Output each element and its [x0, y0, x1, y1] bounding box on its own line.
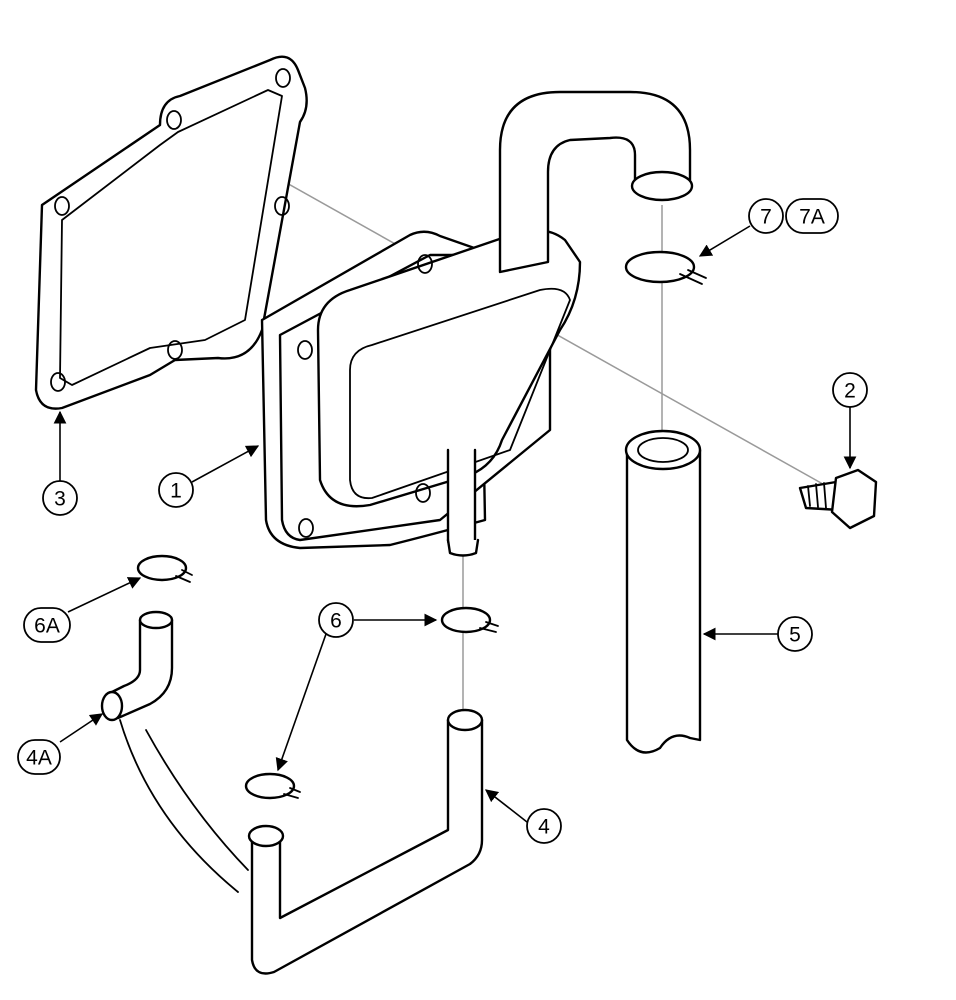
muffler — [260, 90, 694, 557]
clamp-7 — [624, 250, 707, 285]
leader-6-lower — [275, 633, 327, 772]
clamp-6a — [136, 554, 193, 583]
tail-pipe — [624, 429, 702, 754]
callout-6a: 6A — [23, 607, 71, 643]
leader-1 — [191, 445, 260, 483]
svg-text:6: 6 — [330, 610, 342, 633]
leader-7 — [698, 225, 751, 257]
svg-text:5: 5 — [789, 624, 801, 647]
bolt — [798, 468, 878, 530]
callout-4: 4 — [526, 808, 562, 844]
callout-3: 3 — [42, 480, 78, 516]
leader-6a — [67, 577, 142, 613]
callout-1: 1 — [158, 472, 194, 508]
svg-text:2: 2 — [844, 380, 856, 403]
callout-7a: 7A — [785, 198, 839, 234]
svg-text:7: 7 — [760, 206, 772, 229]
leader-lines — [53, 225, 857, 823]
svg-text:4: 4 — [538, 816, 550, 839]
gasket — [34, 55, 308, 410]
clamp-6-upper — [440, 606, 499, 634]
callout-4a: 4A — [17, 739, 61, 775]
u-hose — [247, 708, 484, 975]
clamp-6-lower — [244, 772, 301, 800]
alternate-part-bracket — [119, 719, 249, 893]
callout-6-upper: 6 — [318, 602, 354, 638]
svg-text:1: 1 — [170, 480, 182, 503]
svg-text:3: 3 — [54, 488, 66, 511]
callout-7: 7 — [748, 198, 784, 234]
svg-text:4A: 4A — [26, 747, 52, 770]
callout-2: 2 — [832, 372, 868, 408]
elbow-hose — [100, 610, 174, 722]
leader-4 — [484, 789, 528, 823]
svg-text:7A: 7A — [799, 206, 825, 229]
svg-text:6A: 6A — [34, 615, 60, 638]
callout-5: 5 — [777, 616, 813, 652]
leader-4a — [59, 713, 104, 743]
